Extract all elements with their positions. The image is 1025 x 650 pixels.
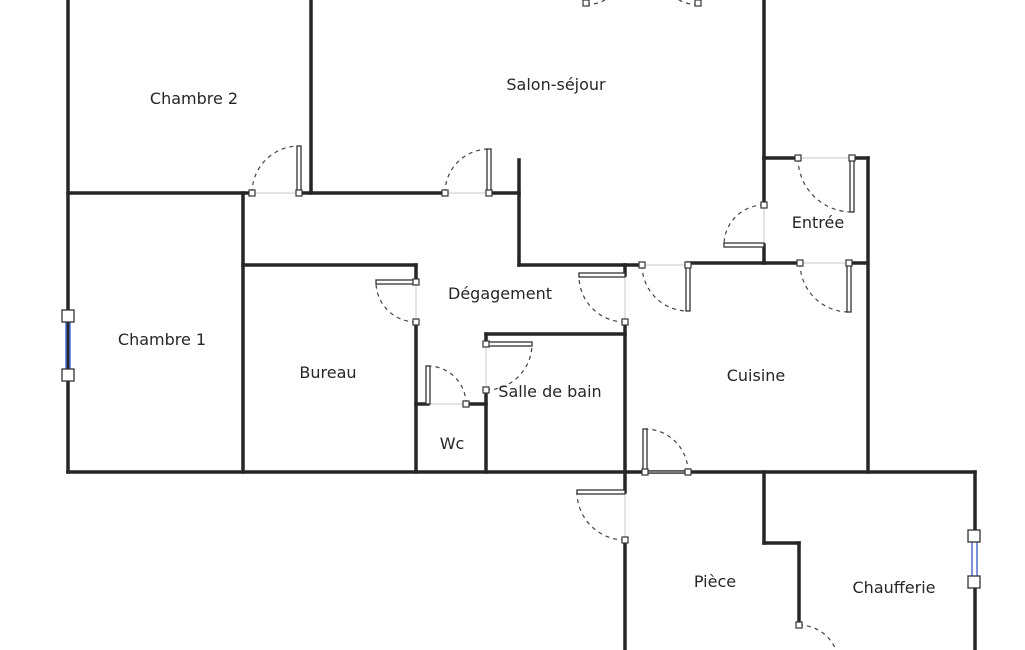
label-cuisine: Cuisine bbox=[727, 366, 786, 385]
door-chambre-2 bbox=[248, 145, 303, 197]
door-entree-salon bbox=[723, 201, 768, 248]
window-left bbox=[61, 309, 75, 382]
label-wc: Wc bbox=[440, 434, 465, 453]
label-chaufferie: Chaufferie bbox=[853, 578, 936, 597]
window-right bbox=[967, 529, 981, 589]
label-degagement: Dégagement bbox=[448, 284, 552, 303]
door-chaufferie bbox=[795, 621, 837, 650]
door-cuisine-salon bbox=[638, 261, 692, 312]
label-piece: Pièce bbox=[694, 572, 736, 591]
door-cuisine-degagement bbox=[578, 272, 629, 326]
label-salon-sejour: Salon-séjour bbox=[506, 75, 606, 94]
label-entree: Entrée bbox=[792, 213, 844, 232]
door-entree-cuisine bbox=[796, 259, 853, 313]
door-bureau bbox=[375, 278, 420, 326]
door-cuisine-lower bbox=[641, 428, 692, 476]
door-salon-top bbox=[582, 0, 702, 7]
door-piece bbox=[576, 489, 629, 544]
label-bureau: Bureau bbox=[299, 363, 356, 382]
walls bbox=[66, 0, 977, 650]
label-chambre-2: Chambre 2 bbox=[150, 89, 238, 108]
door-entree-front bbox=[794, 154, 856, 213]
door-wc bbox=[425, 365, 470, 408]
label-salle-de-bain: Salle de bain bbox=[498, 382, 601, 401]
door-salle-de-bain bbox=[482, 340, 533, 394]
room-labels: Chambre 2 Salon-séjour Entrée Dégagement… bbox=[118, 75, 936, 597]
door-salon bbox=[441, 148, 493, 197]
label-chambre-1: Chambre 1 bbox=[118, 330, 206, 349]
